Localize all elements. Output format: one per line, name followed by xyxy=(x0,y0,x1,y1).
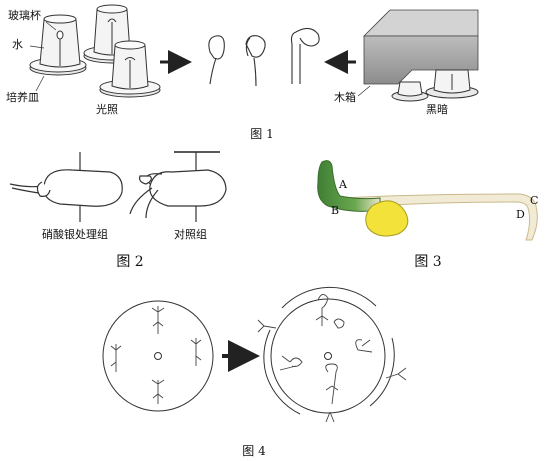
figure-4 xyxy=(102,286,407,423)
rotation-arc-icon xyxy=(369,337,395,407)
label-light: 光照 xyxy=(96,102,118,116)
label-control-group: 对照组 xyxy=(174,227,207,241)
label-water: 水 xyxy=(12,38,23,51)
label-wooden-box: 木箱 xyxy=(334,90,356,104)
cotyledon xyxy=(365,200,409,237)
figure-1: 玻璃杯 水 培养皿 光照 xyxy=(6,4,479,141)
wooden-box xyxy=(363,9,479,102)
figure-4-caption: 图 4 xyxy=(242,444,266,458)
point-b-label: B xyxy=(331,204,339,217)
point-c-label: C xyxy=(530,194,538,207)
rotation-arc-icon xyxy=(265,373,301,415)
seedling-hooked xyxy=(290,27,320,84)
figure-1-leader-lines xyxy=(29,21,57,92)
glass-cups-light-group xyxy=(29,4,161,98)
seedlings-left xyxy=(110,306,202,404)
seedlings-right xyxy=(257,294,407,423)
seedling-straight xyxy=(208,35,225,85)
rotation-arc-icon xyxy=(281,286,377,309)
seedlings-group xyxy=(208,27,320,87)
silver-nitrate-seedling xyxy=(9,152,123,222)
label-dark: 黑暗 xyxy=(426,102,448,116)
figure-3: A B C D xyxy=(317,160,538,241)
seedling-bent xyxy=(245,35,266,87)
figure-1-caption: 图 1 xyxy=(250,127,273,141)
point-d-label: D xyxy=(516,208,525,221)
figure-3-caption: 图 3 xyxy=(414,254,441,270)
label-glass-cup: 玻璃杯 xyxy=(8,8,41,22)
point-a-label: A xyxy=(338,178,348,191)
label-petri-dish: 培养皿 xyxy=(6,90,39,104)
label-silver-nitrate-group: 硝酸银处理组 xyxy=(42,227,108,241)
apical-hook xyxy=(317,160,381,212)
figure-2-caption: 图 2 xyxy=(116,254,143,270)
figure-2 xyxy=(9,151,227,222)
control-seedling xyxy=(129,151,227,222)
